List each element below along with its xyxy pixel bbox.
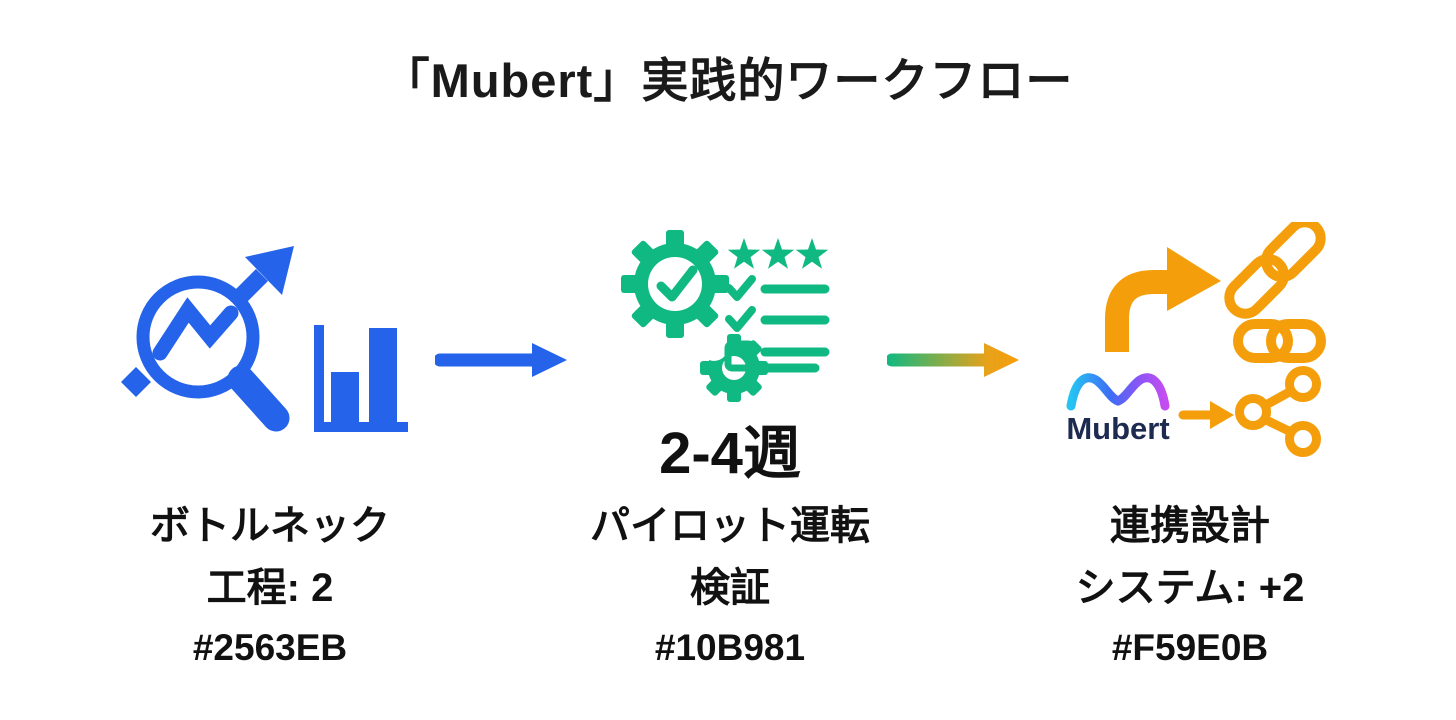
stage-1-sublabel: 工程: 2 xyxy=(206,566,334,610)
stage-1-hex-code: #2563EB xyxy=(192,627,348,668)
stage-2-hex-code: #10B981 xyxy=(654,627,806,668)
stage-2-labels: パイロット運転 検証 #10B981 xyxy=(550,496,910,676)
stars-icon xyxy=(727,238,829,269)
mubert-integration-links-icon: Mubert xyxy=(1066,222,1326,457)
mubert-wave-icon xyxy=(1066,373,1170,411)
page-title: 「Mubert」実践的ワークフロー xyxy=(382,54,1074,107)
stage-2-sublabel: 検証 xyxy=(690,566,770,610)
flow-arrow-1 xyxy=(435,343,567,377)
stage-3-sublabel: システム: +2 xyxy=(1075,566,1305,610)
mubert-logo: Mubert xyxy=(1066,373,1170,446)
diamond-icon xyxy=(121,367,151,397)
checklist-icon xyxy=(724,275,830,373)
stage-1-label: ボトルネック xyxy=(150,504,390,548)
flow-arrow-2 xyxy=(887,343,1019,377)
stage-1-labels: ボトルネック 工程: 2 #2563EB xyxy=(90,496,450,676)
stage-3-labels: 連携設計 システム: +2 #F59E0B xyxy=(1010,496,1370,676)
trend-arrow-icon xyxy=(231,246,294,306)
big-gear-check-icon xyxy=(621,230,729,338)
bar-chart-icon xyxy=(314,325,408,432)
chain-link-horizontal-icon xyxy=(1233,319,1326,363)
stage-2-duration: 2-4週 xyxy=(659,421,801,486)
chain-link-diagonal-icon xyxy=(1224,222,1326,319)
magnifier-trend-bar-chart-icon xyxy=(121,246,408,432)
small-arrow-icon xyxy=(1178,401,1234,429)
curved-arrow-icon xyxy=(1105,247,1221,352)
mubert-wordmark: Mubert xyxy=(1066,411,1169,446)
share-icon xyxy=(1235,366,1321,457)
stage-2-label: パイロット運転 xyxy=(590,504,870,548)
stage-3-label: 連携設計 xyxy=(1110,504,1270,548)
stage-3-hex-code: #F59E0B xyxy=(1111,627,1269,668)
gear-checklist-stars-icon xyxy=(621,230,830,402)
magnifier-icon xyxy=(136,275,290,432)
